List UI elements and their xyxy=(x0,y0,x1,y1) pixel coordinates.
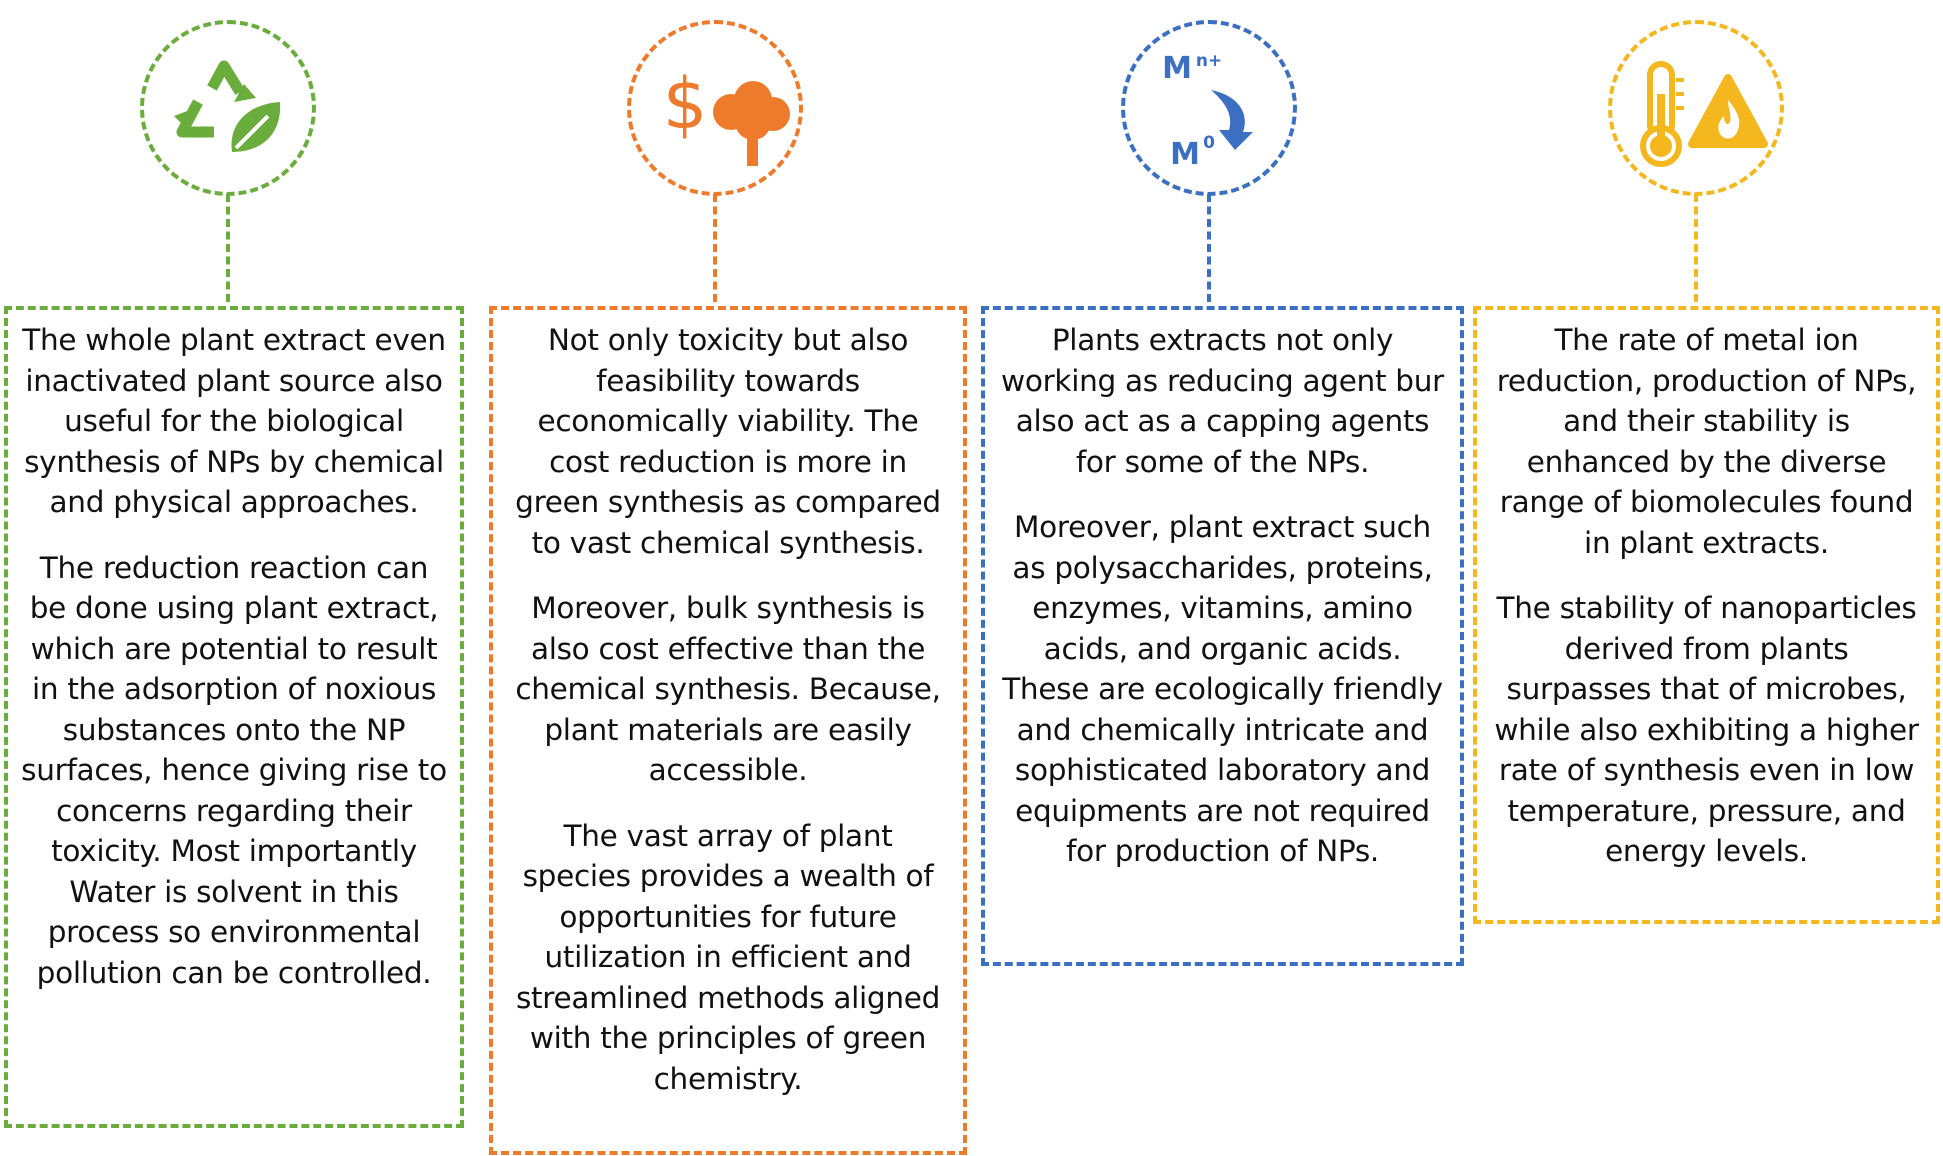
panel-blue: Plants extracts not only working as redu… xyxy=(981,306,1464,966)
panel-paragraph: The whole plant extract even inactivated… xyxy=(22,323,446,519)
metal-atom-charge: 0 xyxy=(1203,133,1215,153)
panel-paragraph: The rate of metal ion reduction, product… xyxy=(1496,323,1917,560)
metal-ion-symbol: M xyxy=(1162,51,1192,86)
panel-paragraph: The stability of nanoparticles derived f… xyxy=(1494,591,1919,868)
metal-ion-reduction-icon: M n+ M 0 xyxy=(1162,51,1253,172)
dollar-sign: $ xyxy=(663,63,708,145)
connector-yellow xyxy=(1694,194,1698,302)
panel-paragraph: Plants extracts not only working as redu… xyxy=(1001,323,1444,479)
icon-circle-green xyxy=(140,20,316,196)
thermometer-fire-warning-icon xyxy=(1640,61,1768,167)
panel-paragraph: Not only toxicity but also feasibility t… xyxy=(515,323,941,560)
panel-paragraph: The reduction reaction can be done using… xyxy=(21,550,447,990)
panel-paragraph: The vast array of plant species provides… xyxy=(515,818,941,1096)
metal-atom-symbol: M xyxy=(1170,137,1200,172)
connector-orange xyxy=(713,194,717,302)
thermometer-icon xyxy=(1640,61,1684,167)
panel-green: The whole plant extract even inactivated… xyxy=(4,306,464,1128)
panel-paragraph: Moreover, bulk synthesis is also cost ef… xyxy=(515,591,941,787)
icon-circle-orange: $ xyxy=(627,20,803,196)
recycle-leaf-icon xyxy=(174,60,281,152)
panel-paragraph: Moreover, plant extract such as polysacc… xyxy=(1002,510,1443,868)
connector-blue xyxy=(1207,194,1211,302)
dollar-tree-icon: $ xyxy=(663,63,790,166)
connector-green xyxy=(226,194,230,302)
metal-ion-charge: n+ xyxy=(1196,51,1222,71)
fire-warning-icon xyxy=(1688,74,1768,148)
panel-orange: Not only toxicity but also feasibility t… xyxy=(489,306,967,1155)
panel-yellow: The rate of metal ion reduction, product… xyxy=(1473,306,1940,924)
icon-circle-yellow xyxy=(1608,20,1784,196)
icon-circle-blue: M n+ M 0 xyxy=(1121,20,1297,196)
